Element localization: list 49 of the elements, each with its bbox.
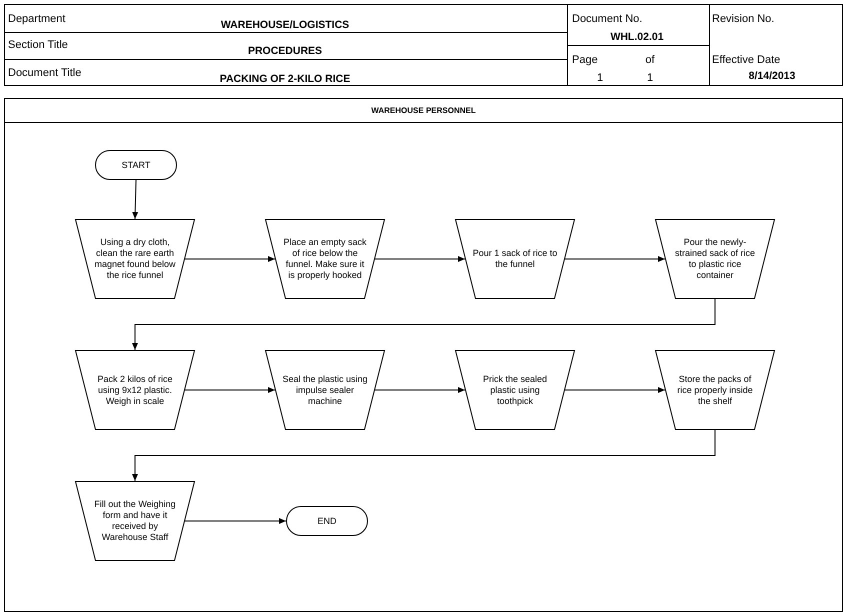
process-trapezoid (75, 350, 195, 430)
header-label: Effective Date (712, 54, 780, 66)
header-label: Department (8, 13, 66, 25)
step-text: START (122, 160, 150, 170)
arrow (374, 256, 466, 262)
header-label: Document No. (572, 13, 642, 25)
header-label: Page (572, 54, 598, 66)
process-trapezoid (455, 219, 575, 299)
arrow (184, 518, 286, 524)
arrow (184, 387, 276, 393)
step-text: Seal the plastic using impulse sealer machine (282, 374, 368, 406)
header-label: Section Title (8, 39, 68, 51)
header-label: of (645, 54, 655, 66)
terminator-shape (286, 506, 368, 536)
process-trapezoid (265, 219, 385, 299)
header-label: Revision No. (712, 13, 774, 25)
header-value: WHL.02.01 (610, 31, 664, 43)
arrow (132, 430, 716, 482)
header-value: PACKING OF 2-KILO RICE (220, 73, 350, 85)
swimlane (4, 98, 843, 612)
process-trapezoid (655, 350, 775, 430)
arrow (374, 387, 466, 393)
step-text: Pour 1 sack of rice to the funnel (472, 248, 558, 270)
header-value: WAREHOUSE/LOGISTICS (220, 19, 350, 31)
process-trapezoid (455, 350, 575, 430)
lane-title: WAREHOUSE PERSONNEL (371, 104, 476, 116)
arrow (564, 256, 666, 262)
terminator-shape (95, 150, 177, 180)
step-text: END (317, 516, 336, 526)
header-label: 1 (646, 72, 654, 84)
header-value: PROCEDURES (248, 45, 322, 57)
header-label: 1 (596, 72, 604, 84)
arrow (564, 387, 666, 393)
step-text: Prick the sealed plastic using toothpick (482, 374, 548, 406)
step-text: Place an empty sack of rice below the funnel. Make sure it is properly hooked (282, 237, 368, 281)
step-text: Pack 2 kilos of rice using 9x12 plastic. Weigh in scale (96, 374, 174, 406)
process-trapezoid (265, 350, 385, 430)
process-trapezoid (655, 219, 775, 299)
process-trapezoid (75, 219, 195, 299)
process-trapezoid (75, 481, 195, 561)
step-text: Store the packs of rice properly inside the shelf (676, 374, 754, 406)
step-text: Fill out the Weighing form and have it received by Warehouse Staff (93, 499, 177, 543)
header-label: Document Title (8, 67, 82, 79)
step-text: Pour the newly-strained sack of rice to plastic rice container (674, 237, 756, 281)
arrow (132, 180, 138, 220)
step-text: Using a dry cloth, clean the rare earth magnet found below the rice funnel (93, 237, 177, 281)
arrow (184, 256, 276, 262)
header-value: 8/14/2013 (748, 70, 796, 82)
arrow (132, 298, 716, 350)
